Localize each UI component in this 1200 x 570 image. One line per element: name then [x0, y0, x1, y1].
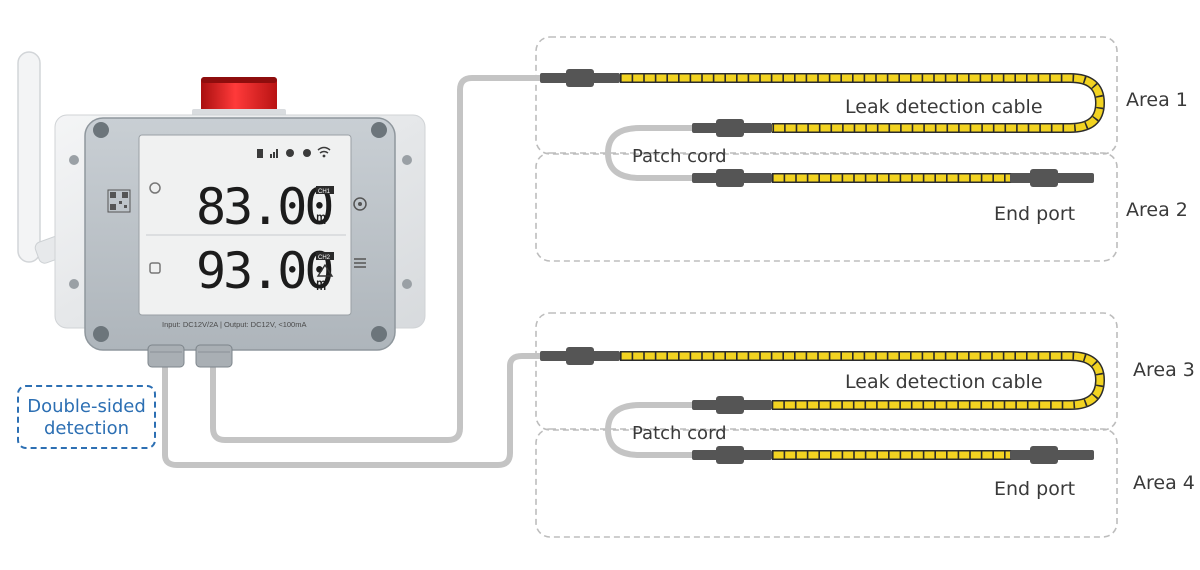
callout-line-1: Double-sided: [27, 396, 146, 417]
end-port-label: End port: [994, 478, 1075, 500]
probe-icon: [149, 262, 161, 274]
area-4-label: Area 4: [1133, 472, 1195, 494]
connector-icon: [540, 347, 1094, 464]
device-leads: [162, 75, 548, 468]
lead-lower: [162, 353, 548, 468]
reading-channel-1: 83.00: [196, 178, 332, 236]
settings-icon: [353, 197, 367, 211]
lcd-screen: [138, 134, 352, 316]
double-sided-detection-callout: Double-sided detection: [17, 385, 156, 449]
qr-code-icon: [107, 189, 131, 213]
status-icons: [257, 146, 331, 158]
leak-cable-label: Leak detection cable: [845, 96, 1043, 118]
area-2-label: Area 2: [1126, 199, 1188, 221]
connector-icon: [540, 69, 1094, 187]
channel-1-tag: CH1: [318, 189, 331, 195]
patch-cord-label: Patch cord: [632, 146, 727, 167]
area-1-box: [535, 36, 1118, 155]
area-2-box: [535, 152, 1118, 262]
area-boxes: [535, 36, 1118, 538]
menu-icon: [354, 258, 366, 268]
power-spec-text: Input: DC12V/2A | Output: DC12V, <100mA: [162, 320, 306, 329]
callout-line-2: detection: [43, 418, 129, 439]
patch-cord: [604, 402, 700, 458]
reading-unit-2: m: [316, 275, 326, 295]
cable-gland-icon: [147, 344, 233, 368]
area-1-label: Area 1: [1126, 89, 1188, 111]
cable-group-2: Leak detection cable Patch cord End port…: [540, 347, 1195, 500]
area-3-box: [535, 312, 1118, 431]
leak-detection-controller: 83.00 m 93.00 m CH1 CH2 Input: DC12V/2A …: [17, 51, 426, 368]
alarm-beacon-icon: [192, 77, 286, 119]
area-4-box: [535, 428, 1118, 538]
patch-cord: [604, 125, 700, 181]
sensor-icon: [149, 182, 161, 194]
cable-group-1: Leak detection cable Patch cord End port…: [540, 69, 1188, 225]
lead-upper: [210, 75, 548, 443]
end-port-label: End port: [994, 203, 1075, 225]
warning-icon: [316, 263, 334, 277]
leak-cable-label: Leak detection cable: [845, 371, 1043, 393]
reading-channel-2: 93.00: [196, 242, 332, 300]
channel-2-tag: CH2: [318, 255, 331, 261]
area-3-label: Area 3: [1133, 359, 1195, 381]
reading-unit-1: m: [316, 209, 326, 229]
patch-cord-label: Patch cord: [632, 423, 727, 444]
